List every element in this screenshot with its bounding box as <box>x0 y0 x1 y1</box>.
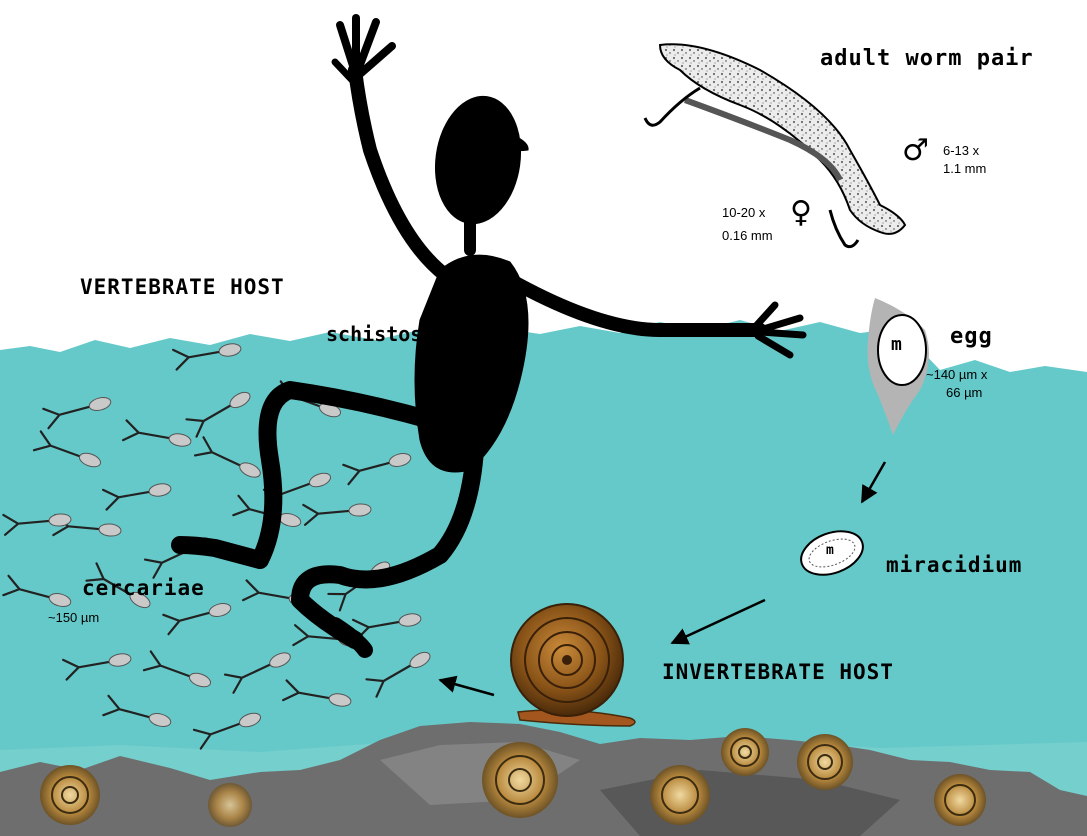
label-adult-worm-pair: adult worm pair <box>820 46 1034 71</box>
miracidium-m-letter: m <box>826 543 835 558</box>
adult-worm-pair-illustration <box>645 44 905 246</box>
label-schistosomula: schistosomula <box>326 322 483 346</box>
egg-m-letter: m <box>891 334 903 355</box>
label-male-size-1: 6-13 x <box>943 143 979 159</box>
label-egg: egg <box>950 324 993 349</box>
label-female-size-2: 0.16 mm <box>722 228 773 244</box>
fossil-shell <box>650 765 710 825</box>
label-cercariae: cercariae <box>82 576 205 600</box>
female-symbol-icon: ♀ <box>790 198 812 228</box>
label-vertebrate-host: VERTEBRATE HOST <box>80 275 285 299</box>
human-raised-arm <box>355 70 445 275</box>
fossil-shell <box>482 742 558 818</box>
label-invertebrate-host: INVERTEBRATE HOST <box>662 660 894 684</box>
label-egg-size-2: 66 µm <box>946 385 982 401</box>
label-miracidium: miracidium <box>886 553 1022 577</box>
fossil-shell <box>797 734 853 790</box>
human-head <box>428 91 529 229</box>
human-extended-arm <box>510 280 760 330</box>
label-cercariae-size: ~150 µm <box>48 610 99 626</box>
male-symbol-icon: ♂ <box>902 136 929 166</box>
label-female-size-1: 10-20 x <box>722 205 765 221</box>
label-male-size-2: 1.1 mm <box>943 161 986 177</box>
label-egg-size-1: ~140 µm x <box>926 367 987 383</box>
fossil-shell <box>208 783 252 827</box>
fossil-shell <box>40 765 100 825</box>
fossil-shell <box>721 728 769 776</box>
fossil-shell <box>934 774 986 826</box>
